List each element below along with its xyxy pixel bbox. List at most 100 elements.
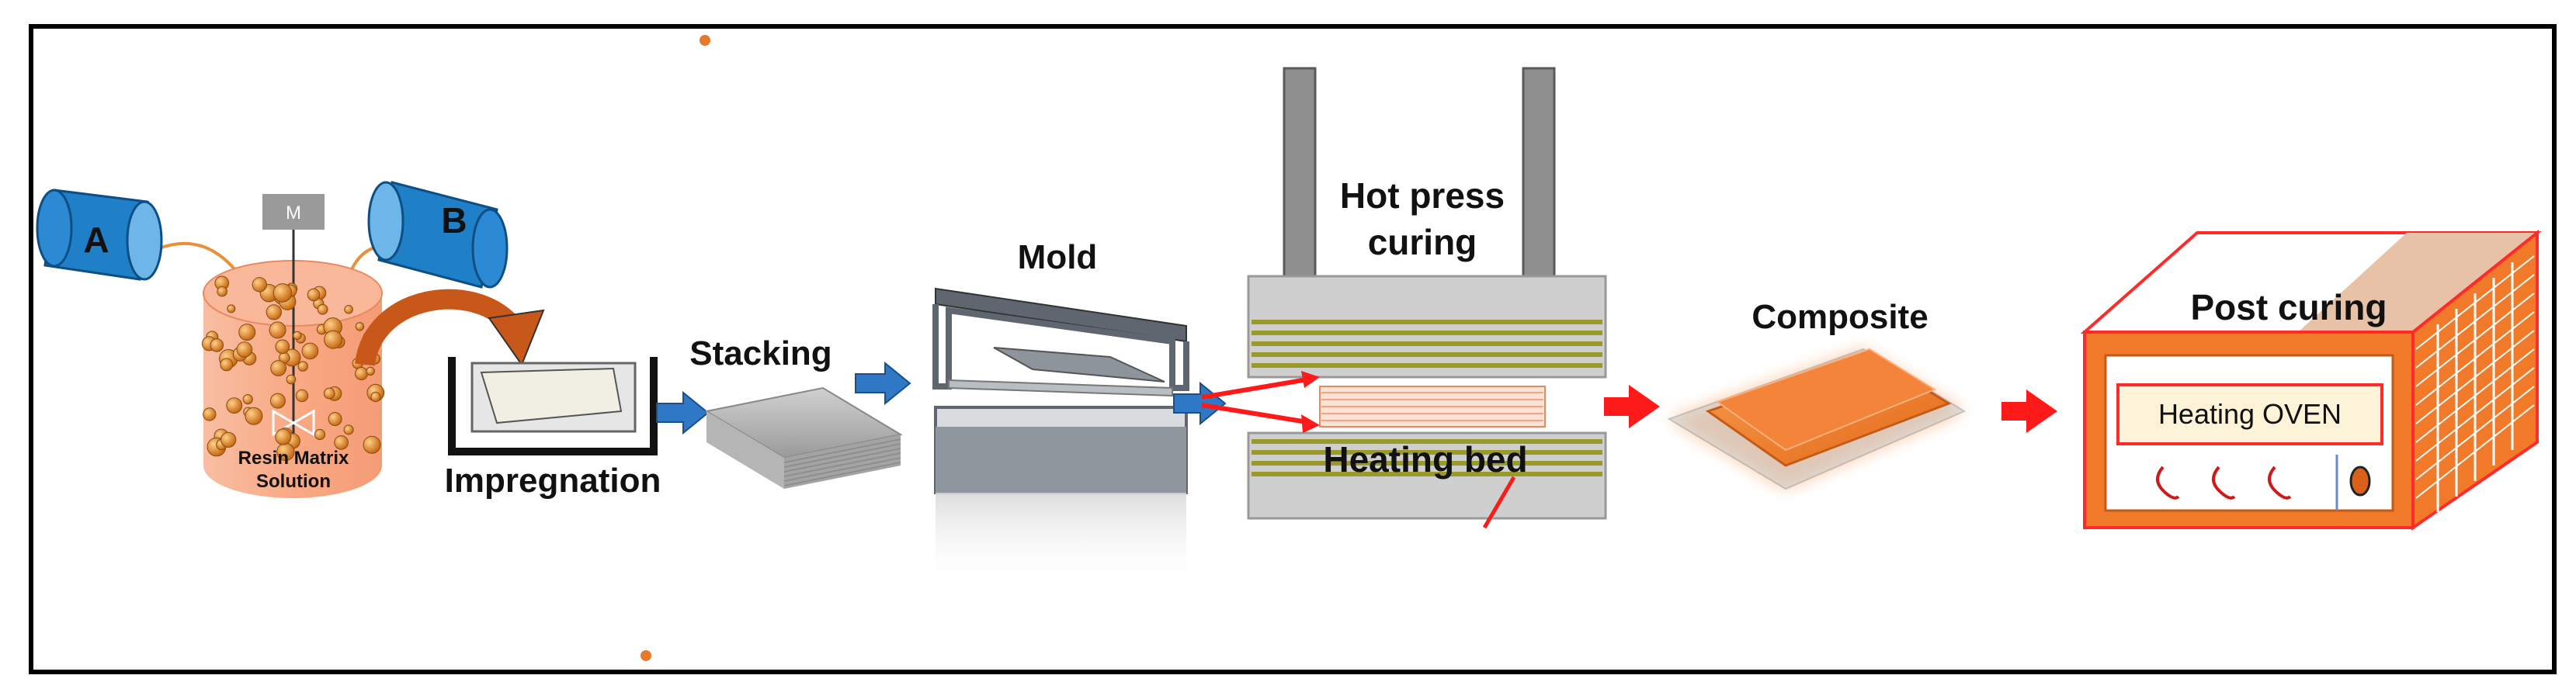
resin-bead bbox=[266, 304, 282, 320]
container-a-label: A bbox=[83, 220, 109, 260]
resin-bead bbox=[269, 393, 286, 409]
oven-top-shade bbox=[2298, 233, 2537, 332]
resin-bead bbox=[275, 339, 290, 355]
oven-vent-line bbox=[2415, 348, 2535, 443]
impregnation-label: Impregnation bbox=[445, 462, 661, 500]
press-input-arrowhead-lower bbox=[1301, 414, 1320, 433]
resin-bead bbox=[236, 341, 253, 358]
prepreg-layer bbox=[783, 448, 901, 473]
post-curing-label: Post curing bbox=[2190, 287, 2387, 327]
resin-bead bbox=[334, 435, 349, 450]
flow-arrow-blue-1 bbox=[656, 390, 710, 435]
stirrer-blade-icon bbox=[272, 409, 315, 437]
impregnation-stage: Impregnation bbox=[445, 357, 661, 500]
heating-bed-pointer bbox=[1482, 476, 1516, 529]
prepreg-layer bbox=[783, 457, 901, 482]
press-upper-platen bbox=[1247, 275, 1607, 379]
press-sample-layers bbox=[1321, 392, 1543, 421]
heating-bed-label: Heating bed bbox=[1323, 439, 1527, 480]
oven-knob-icon bbox=[2349, 466, 2371, 497]
resin-bead bbox=[323, 387, 335, 400]
resin-bead bbox=[242, 393, 253, 405]
resin-bead bbox=[295, 389, 309, 403]
oven-vent-line bbox=[2415, 311, 2535, 406]
heating-element-icon bbox=[2268, 466, 2292, 500]
prepreg-layer bbox=[783, 462, 901, 487]
heating-oven-label: Heating OVEN bbox=[2158, 398, 2342, 430]
oven-vent-line bbox=[2415, 274, 2535, 369]
heating-stripe bbox=[1252, 461, 1602, 466]
resin-label-line1: Resin Matrix bbox=[238, 448, 349, 469]
press-input-arrowhead-upper bbox=[1301, 371, 1320, 388]
fabric-sheet bbox=[480, 367, 623, 424]
heating-element-icon bbox=[2212, 466, 2236, 500]
oven-side-vents bbox=[2415, 255, 2535, 512]
resin-bead bbox=[328, 412, 342, 426]
stray-dot bbox=[641, 650, 651, 661]
resin-bead bbox=[275, 428, 292, 445]
resin-bead bbox=[269, 321, 286, 339]
flow-arrow-blue-2 bbox=[855, 361, 911, 406]
resin-bead bbox=[344, 305, 353, 314]
composite-plate-top bbox=[1715, 348, 1937, 452]
motor-label: M bbox=[286, 203, 301, 223]
container-b-label: B bbox=[441, 200, 467, 241]
curved-transfer-arrowhead bbox=[488, 309, 545, 367]
prepreg-stack-side bbox=[706, 411, 784, 489]
stacking-stage: Stacking bbox=[689, 334, 903, 489]
upper-heating-stripes bbox=[1252, 320, 1602, 368]
heating-stripe bbox=[1252, 320, 1602, 324]
heating-stripe bbox=[1252, 341, 1602, 346]
prepreg-layer bbox=[783, 452, 901, 477]
hot-press-stage: Hot press curing Heating bed bbox=[1201, 67, 1607, 529]
resin-bead bbox=[307, 288, 321, 302]
resin-bead bbox=[220, 358, 234, 372]
oven-vent-line bbox=[2415, 386, 2535, 480]
resin-bead bbox=[343, 424, 354, 435]
heating-stripe bbox=[1252, 363, 1602, 368]
heating-stripe bbox=[1252, 331, 1602, 335]
resin-bead bbox=[370, 391, 381, 403]
hot-press-label-line2: curing bbox=[1368, 222, 1477, 262]
prepreg-layer bbox=[783, 438, 901, 463]
mold-stage: Mold bbox=[932, 238, 1189, 586]
stray-dot bbox=[700, 35, 710, 46]
resin-bead bbox=[355, 322, 365, 331]
press-input-arrow-upper bbox=[1201, 376, 1313, 400]
resin-bead bbox=[227, 304, 236, 313]
hot-press-label-line1: Hot press bbox=[1340, 175, 1505, 216]
press-input-arrow-lower bbox=[1201, 403, 1313, 425]
resin-bead bbox=[203, 407, 217, 421]
resin-bead bbox=[238, 324, 256, 341]
prepreg-layers bbox=[783, 438, 901, 487]
mold-lower-die-face bbox=[936, 427, 1186, 493]
press-rod-right bbox=[1522, 67, 1556, 281]
container-a-icon: A bbox=[36, 189, 163, 281]
oven-vent-line bbox=[2415, 293, 2535, 387]
resin-mixing-stage: A B M Resin Matrix Solution bbox=[36, 181, 509, 498]
impregnation-tray bbox=[448, 357, 658, 455]
press-rod-left bbox=[1283, 67, 1317, 281]
post-curing-oven: Heating OVEN Post curing bbox=[2080, 229, 2542, 531]
oven-vent-line bbox=[2415, 330, 2535, 424]
oven-vent-line bbox=[2415, 404, 2535, 499]
oven-vent-line bbox=[2415, 367, 2535, 462]
resin-bead bbox=[273, 283, 293, 303]
resin-bead bbox=[217, 286, 227, 297]
resin-bead bbox=[297, 361, 308, 372]
heating-stripe bbox=[1252, 352, 1602, 357]
heating-stripe bbox=[1252, 450, 1602, 455]
mold-insert bbox=[993, 347, 1165, 383]
resin-bead bbox=[210, 338, 224, 352]
container-b-icon: B bbox=[367, 181, 509, 289]
resin-label-line2: Solution bbox=[256, 471, 331, 492]
motor-icon bbox=[262, 194, 325, 230]
resin-bead bbox=[220, 431, 237, 448]
flow-arrow-red-2 bbox=[2001, 390, 2057, 433]
curved-transfer-arrow bbox=[355, 289, 520, 367]
mold-label: Mold bbox=[1018, 238, 1098, 276]
resin-bead bbox=[293, 331, 302, 341]
resin-bead bbox=[355, 367, 368, 380]
resin-bead bbox=[366, 366, 375, 376]
